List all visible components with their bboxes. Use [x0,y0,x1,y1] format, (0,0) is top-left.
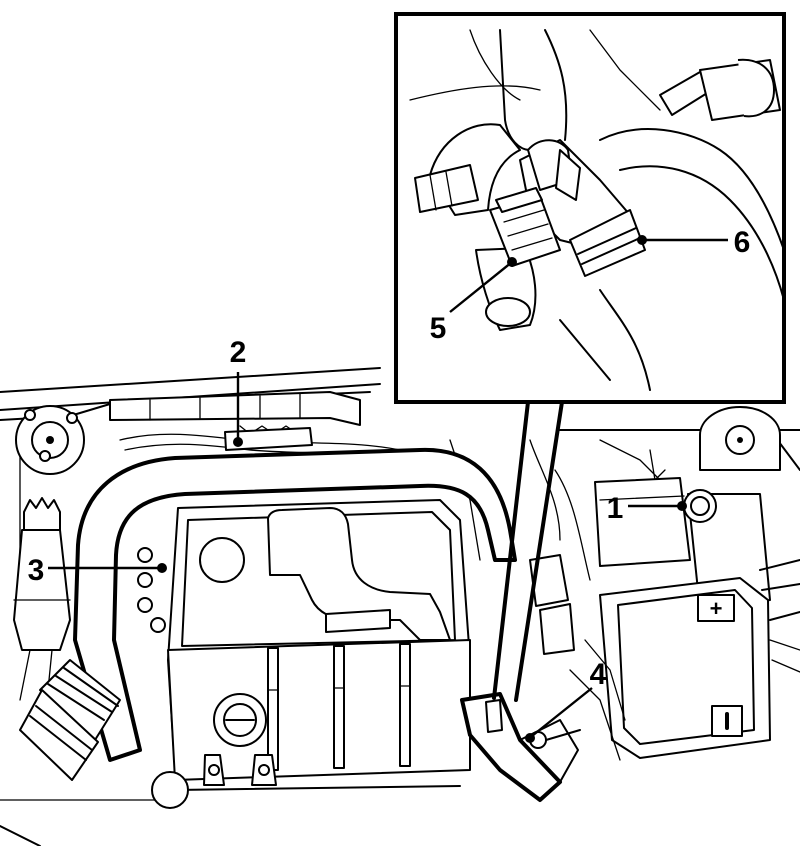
firewall-hose [109,391,361,426]
callout-3: 3 [28,554,45,587]
engine-cover [137,499,471,809]
callout-4: 4 [590,658,607,691]
callout-6: 6 [734,226,751,259]
callout-5: 5 [430,312,447,345]
fuse-box [594,477,691,567]
coolant-reservoir [13,497,71,711]
right-strut-mount [699,406,781,471]
callout-2: 2 [230,336,247,369]
callout-leaders [48,238,728,743]
air-intake-duct [19,447,517,781]
radiator-hose [460,692,581,802]
left-strut-mount [15,405,85,475]
detail-inset [394,12,786,702]
callout-1: 1 [607,492,624,525]
battery-positive-symbol: + [710,596,723,621]
right-hoses [529,554,800,761]
battery: + [599,577,771,759]
